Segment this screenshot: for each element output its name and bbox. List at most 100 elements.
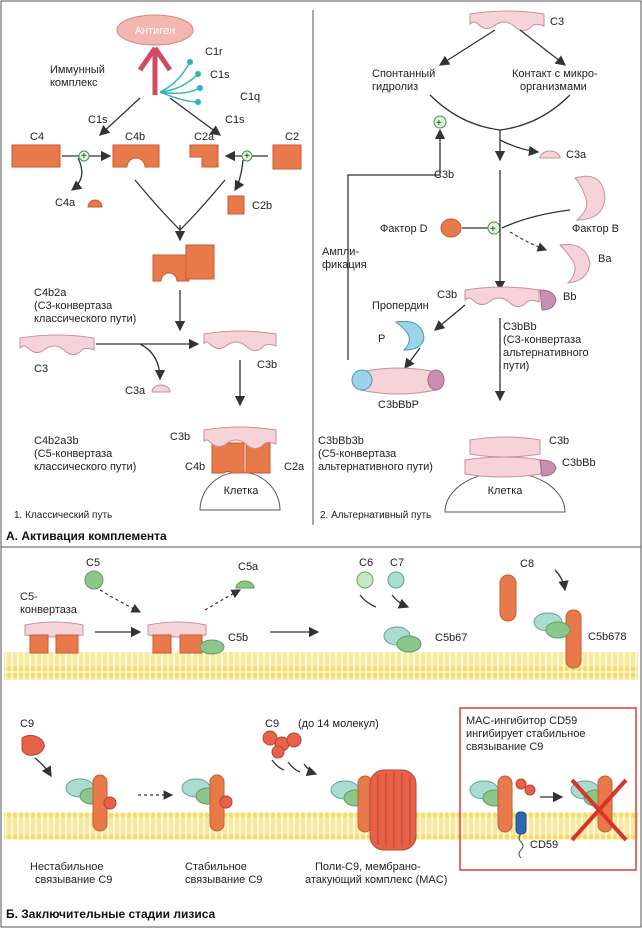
cell-label: Клетка <box>224 485 260 497</box>
ba-label: Ba <box>598 253 612 265</box>
mac-shape <box>369 769 417 851</box>
c3bbb-cell-shape <box>464 456 542 478</box>
c3a-alt-label: C3a <box>566 149 587 161</box>
c4b2a-shape-a <box>152 254 190 282</box>
c5a-label: C5a <box>238 561 259 573</box>
c2b-shape <box>227 195 245 215</box>
c8-label: C8 <box>520 558 534 570</box>
c4b2a-label-2: (C3-конвертаза <box>34 300 113 312</box>
c3b-shape <box>203 330 277 352</box>
c3b-alt2-label: C3b <box>437 289 457 301</box>
svg-text:ингибирует стабильное: ингибирует стабильное <box>466 728 585 740</box>
c5a-shape <box>235 580 255 589</box>
svg-text:+: + <box>436 118 442 129</box>
c1s-left-label: C1s <box>88 114 108 126</box>
c4-shape <box>11 144 61 168</box>
c4b-label: C4b <box>125 131 145 143</box>
factor-b-shape <box>574 175 606 221</box>
c2b-label: C2b <box>252 200 272 212</box>
svg-text:Нестабильное: Нестабильное <box>30 861 104 873</box>
classical-pathway: Антиген Иммунный комплекс C1r C1s C1q C1… <box>11 14 305 521</box>
stable-label-2: связывание C9 <box>185 874 262 886</box>
p-label: P <box>378 333 385 345</box>
c1s-label: C1s <box>210 69 230 81</box>
unstable-label-2: связывание C9 <box>35 874 112 886</box>
svg-text:(C5-конвертаза: (C5-конвертаза <box>318 448 397 460</box>
amplif-label-2: фикация <box>322 259 367 271</box>
c6-label: C6 <box>359 557 373 569</box>
svg-text:MAC-ингибитор CD59: MAC-ингибитор CD59 <box>466 715 577 727</box>
svg-text:C4b2a3b: C4b2a3b <box>34 435 79 447</box>
c9-shape <box>21 734 45 756</box>
c2a-shape <box>189 144 219 168</box>
svg-text:связывание C9: связывание C9 <box>185 874 262 886</box>
cd59-label: CD59 <box>530 839 558 851</box>
c4-label: C4 <box>30 131 44 143</box>
c4b2a3b-label-3: классического пути) <box>34 461 136 473</box>
c2a-label: C2a <box>194 131 215 143</box>
c3bbbp-label: C3bBbP <box>378 399 419 411</box>
c3bbb3b-label-3: альтернативного пути) <box>318 461 433 473</box>
c9-multimers-shape <box>262 730 302 759</box>
svg-text:Контакт с микро-: Контакт с микро- <box>512 68 598 80</box>
c3b-cell-alt-label: C3b <box>549 435 569 447</box>
properdin-label: Пропердин <box>372 300 429 312</box>
section-b-title: Б. Заключительные стадии лизиса <box>6 907 216 921</box>
c5b67-label: C5b67 <box>435 632 467 644</box>
c3a-alt-shape <box>539 150 561 159</box>
c5-shape <box>84 570 104 590</box>
cd59-box-label-1: MAC-ингибитор CD59 <box>466 715 577 727</box>
c3b-bb-shape <box>464 286 540 308</box>
cd59-box-label-2: ингибирует стабильное <box>466 728 585 740</box>
c4b2a-label-3: классического пути) <box>34 313 136 325</box>
bb-label: Bb <box>563 291 576 303</box>
spont-label-1: Спонтанный <box>372 68 435 80</box>
svg-text:Поли-C9, мембрано-: Поли-C9, мембрано- <box>315 861 421 873</box>
properdin-shape <box>394 320 425 351</box>
c5-label: C5 <box>86 557 100 569</box>
svg-text:организмами: организмами <box>520 81 587 93</box>
ba-shape <box>558 243 591 284</box>
spont-label-2: гидролиз <box>372 81 418 93</box>
c4b2a-shape-b <box>185 244 215 280</box>
svg-text:фикация: фикация <box>322 259 367 271</box>
up-to-14-label: (до 14 молекул) <box>298 718 379 730</box>
antigen-label: Антиген <box>135 25 176 37</box>
stable-label-1: Стабильное <box>185 861 247 873</box>
c3-alt-shape <box>469 10 545 32</box>
c4a-shape <box>87 199 103 208</box>
contact-label-1: Контакт с микро- <box>512 68 598 80</box>
c3bbb-label-1: C3bBb <box>503 321 537 333</box>
c1q-label: C1q <box>240 91 260 103</box>
alternative-pathway: C3 Спонтанный гидролиз Контакт с микро- … <box>318 10 619 521</box>
cell-alt-label: Клетка <box>488 485 524 497</box>
c3a-shape <box>151 384 171 393</box>
c9-label: C9 <box>20 718 34 730</box>
c5-conv-label-1: C5- <box>20 591 38 603</box>
c2a-cell-label: C2a <box>284 461 305 473</box>
svg-text:гидролиз: гидролиз <box>372 81 418 93</box>
immune-complex-label-2: комплекс <box>50 77 98 89</box>
c2-label: C2 <box>285 131 299 143</box>
c4a-label: C4a <box>55 197 76 209</box>
c4b2a-label-1: C4b2a <box>34 287 67 299</box>
c4b2a3b-label-1: C4b2a3b <box>34 435 79 447</box>
factor-d-label: Фактор D <box>380 223 428 235</box>
c3bbb-cell-label: C3bBb <box>562 457 596 469</box>
svg-text:(C5-конвертаза: (C5-конвертаза <box>34 448 113 460</box>
c2-shape <box>272 144 302 170</box>
c1s-right-label: C1s <box>225 114 245 126</box>
svg-text:связывание C9: связывание C9 <box>35 874 112 886</box>
contact-label-2: организмами <box>520 81 587 93</box>
svg-text:Ампли-: Ампли- <box>322 246 359 258</box>
svg-text:C3bBb: C3bBb <box>503 321 537 333</box>
antibody-shape <box>137 46 173 95</box>
svg-text:атакующий комплекс (MAC): атакующий комплекс (MAC) <box>305 874 447 886</box>
unstable-label-1: Нестабильное <box>30 861 104 873</box>
c3b-cell-alt-shape <box>469 436 541 458</box>
cd59-shape <box>515 811 527 835</box>
factor-b-label: Фактор B <box>572 223 619 235</box>
c3b-cell-shape <box>203 426 277 450</box>
c4b-cell-shape <box>211 442 245 474</box>
c3bbb-label-2: (C3-конвертаза <box>503 334 582 346</box>
